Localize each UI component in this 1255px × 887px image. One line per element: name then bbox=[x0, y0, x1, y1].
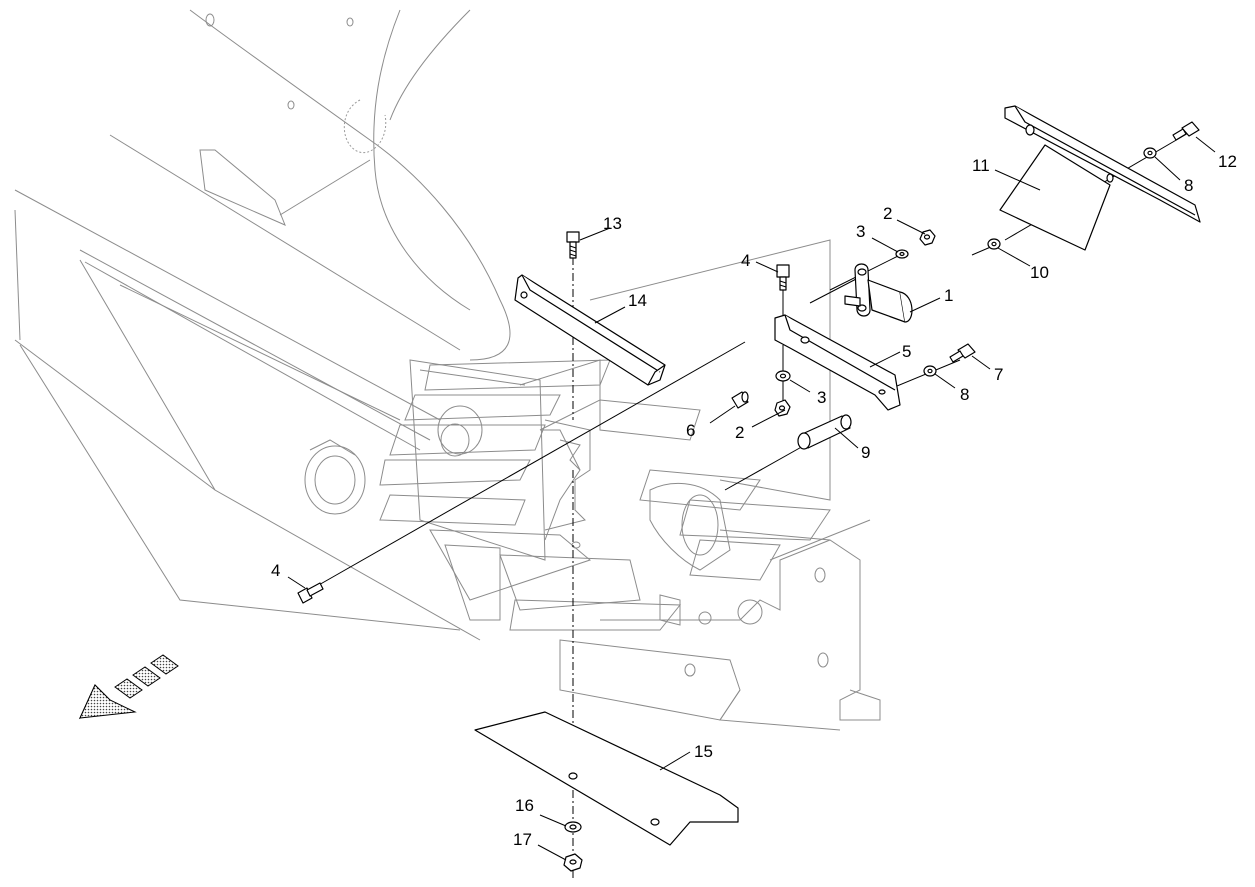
forward-direction-arrow-icon bbox=[78, 654, 179, 720]
bolt-part-12 bbox=[1172, 121, 1200, 141]
nut-part-17 bbox=[563, 853, 583, 872]
callout-8-upper: 8 bbox=[1184, 176, 1193, 195]
mounting-bracket-part-5 bbox=[774, 314, 901, 411]
callout-2-upper: 2 bbox=[883, 204, 892, 223]
callout-2-lower: 2 bbox=[735, 423, 744, 442]
callout-14: 14 bbox=[628, 291, 647, 310]
callout-3-upper: 3 bbox=[856, 222, 865, 241]
assembly-axes bbox=[309, 131, 1191, 880]
callout-10: 10 bbox=[1030, 263, 1049, 282]
callout-17: 17 bbox=[513, 830, 532, 849]
callout-11: 11 bbox=[972, 156, 990, 175]
callout-3-lower: 3 bbox=[817, 388, 826, 407]
callout-12: 12 bbox=[1218, 152, 1237, 171]
callout-8-middle: 8 bbox=[960, 385, 969, 404]
callout-1: 1 bbox=[944, 286, 953, 305]
bolt-part-7 bbox=[949, 343, 976, 363]
callout-13: 13 bbox=[603, 214, 622, 233]
nut-part-2-lower bbox=[774, 399, 791, 417]
bottom-plate-part-15 bbox=[474, 711, 739, 846]
pin-part-6 bbox=[731, 391, 749, 409]
washer-part-3-upper bbox=[895, 249, 909, 259]
washer-part-16 bbox=[564, 821, 582, 833]
washer-part-8-upper bbox=[1143, 147, 1157, 159]
callout-4-upper: 4 bbox=[741, 251, 750, 270]
callout-7: 7 bbox=[994, 365, 1003, 384]
callout-16: 16 bbox=[515, 796, 534, 815]
bolt-part-4-upper bbox=[776, 264, 790, 291]
background-machine-outline bbox=[14, 9, 881, 731]
bolt-part-4-lower bbox=[297, 582, 324, 604]
callout-5: 5 bbox=[902, 342, 911, 361]
washer-part-3-lower bbox=[775, 370, 791, 382]
cover-plate-part-11 bbox=[999, 105, 1201, 251]
callout-15: 15 bbox=[694, 742, 713, 761]
guide-rail-part-14 bbox=[514, 274, 666, 386]
sleeve-part-9 bbox=[797, 414, 852, 450]
callout-labels: 1 2 2 3 3 4 4 5 6 7 8 8 9 10 11 12 13 14… bbox=[271, 152, 1237, 849]
bolt-part-13 bbox=[566, 231, 580, 259]
callout-4-lower: 4 bbox=[271, 561, 280, 580]
callout-9: 9 bbox=[861, 443, 870, 462]
washer-part-10 bbox=[987, 238, 1001, 250]
washer-part-8-middle bbox=[923, 365, 937, 377]
proximity-switch-part-1 bbox=[844, 263, 913, 323]
callout-leaders bbox=[287, 136, 1216, 861]
callout-6: 6 bbox=[686, 421, 695, 440]
